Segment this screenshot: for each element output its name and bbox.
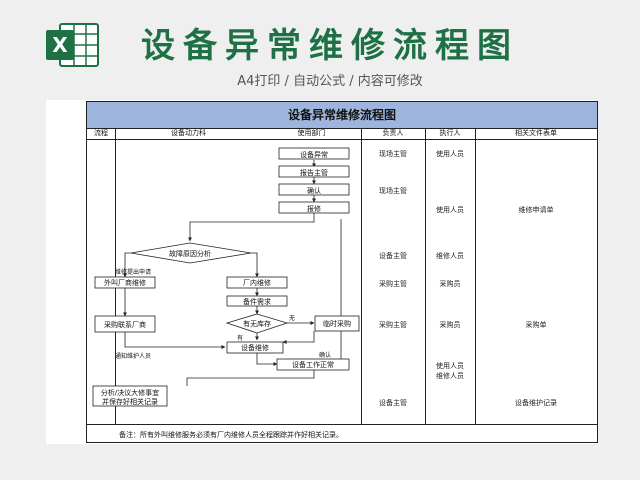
form-cell: 维修申请单 (518, 206, 554, 214)
node-report-supervisor: 报告主管 (300, 168, 328, 177)
col-header-equipment-dept: 设备动力科 (115, 128, 262, 140)
node-analysis-line-1: 分析/决议大修事宜 (101, 388, 159, 397)
form-cell: 设备维护记录 (515, 399, 557, 407)
executor-cell: 维修人员 (436, 252, 464, 260)
col-divider (115, 128, 116, 424)
executor-cell: 采购员 (439, 321, 461, 329)
owner-cell: 设备主管 (379, 252, 407, 260)
node-external-repair: 外叫厂商维修 (104, 278, 146, 287)
page-header: X 设备异常维修流程图 A4打印 / 自动公式 / 内容可修改 (0, 0, 640, 100)
label-no: 无 (289, 315, 295, 322)
col-header-forms: 相关文件表单 (475, 128, 597, 140)
executor-cell: 使用人员 (436, 150, 464, 158)
form-cell: 采购单 (525, 321, 547, 329)
node-analysis-line-2: 并保存好相关记录 (102, 397, 158, 406)
owner-cell: 现场主管 (379, 187, 407, 195)
executor-cell: 维修人员 (436, 372, 464, 380)
col-header-process: 流程 (87, 128, 115, 140)
page-title: 设备异常维修流程图 (141, 26, 519, 66)
node-in-stock: 有无库存 (243, 319, 271, 328)
col-divider (425, 128, 426, 424)
node-parts-need: 备件需求 (243, 297, 271, 306)
col-divider (361, 128, 362, 424)
footnote: 备注：所有外叫维修服务必须有厂内维修人员全程跟踪并作好相关记录。 (119, 431, 343, 439)
spreadsheet-preview: 设备异常维修流程图 流程 设备动力科 使用部门 负责人 执行人 相关文件表单 现… (46, 100, 598, 444)
label-yes: 有 (237, 334, 243, 342)
owner-cell: 采购主管 (379, 321, 407, 329)
node-contact-vendor: 采购联系厂商 (104, 320, 146, 329)
node-equipment-fault: 设备异常 (300, 150, 328, 159)
label-confirm: 确认 (319, 351, 331, 359)
flowchart-table: 设备异常维修流程图 流程 设备动力科 使用部门 负责人 执行人 相关文件表单 现… (86, 101, 598, 443)
excel-icon: X (46, 23, 99, 67)
executor-cell: 使用人员 (436, 206, 464, 214)
node-fault-analysis: 故障原因分析 (169, 249, 211, 258)
node-internal-repair: 厂内维修 (243, 278, 271, 287)
owner-cell: 设备主管 (379, 399, 407, 407)
node-confirm: 确认 (307, 186, 321, 195)
col-header-executor: 执行人 (425, 128, 475, 140)
table-title: 设备异常维修流程图 (87, 102, 597, 129)
col-header-user-dept: 使用部门 (262, 128, 361, 140)
note-divider (87, 424, 597, 425)
svg-text:X: X (52, 33, 68, 57)
col-divider (475, 128, 476, 424)
flowchart-diagram: 设备异常 报告主管 确认 报修 故障原因分析 外叫厂商维修 厂内维修 备件需求 … (92, 147, 360, 407)
node-equipment-repair: 设备维修 (241, 343, 269, 352)
page-subtitle: A4打印 / 自动公式 / 内容可修改 (237, 74, 423, 89)
executor-cell: 采购员 (439, 280, 461, 288)
col-header-owner: 负责人 (361, 128, 425, 140)
executor-cell: 使用人员 (436, 362, 464, 370)
label-notify: 通知维护人员 (115, 352, 151, 360)
label-apply: 维修提出申请 (115, 268, 151, 276)
node-file-repair: 报修 (307, 204, 321, 213)
owner-cell: 现场主管 (379, 150, 407, 158)
owner-cell: 采购主管 (379, 280, 407, 288)
node-equipment-normal: 设备工作正常 (292, 360, 334, 369)
node-temp-purchase: 临时采购 (323, 319, 351, 328)
